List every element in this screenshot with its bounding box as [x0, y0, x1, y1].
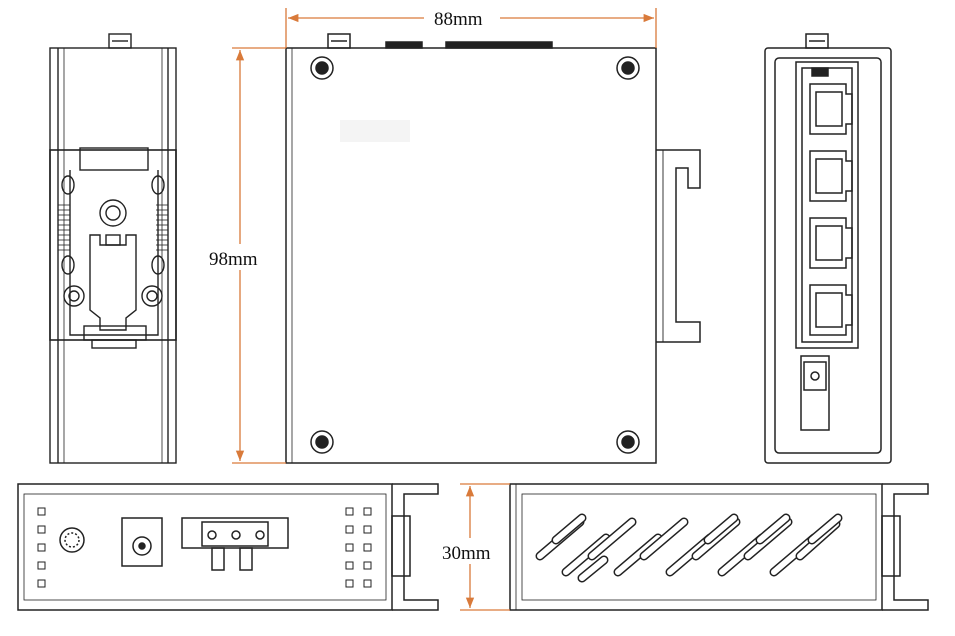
- terminal-block-icon: [181, 517, 289, 571]
- left-screw-icon: [63, 285, 85, 307]
- corner-screw-bottom-left-icon: [310, 430, 334, 454]
- corner-screw-top-right-icon: [616, 56, 640, 80]
- led-column-left-icon: [37, 507, 46, 588]
- width-dimension-label: 88mm: [434, 9, 483, 30]
- right-screw-icon: [141, 285, 163, 307]
- depth-dimension-label: 30mm: [442, 543, 491, 564]
- dimension-lines: [232, 8, 657, 611]
- spring-right-icon: [156, 204, 168, 251]
- dc-jack-icon: [121, 517, 163, 567]
- ports-view: [764, 33, 892, 464]
- vent-view: [509, 483, 929, 611]
- height-dimension-label: 98mm: [209, 249, 258, 270]
- corner-screw-bottom-right-icon: [616, 430, 640, 454]
- din-clip-profile: [656, 149, 701, 343]
- front-view: [285, 33, 701, 464]
- rj45-port-2-icon: [809, 150, 853, 202]
- side-view-din-rail: [49, 33, 177, 464]
- center-screw-icon: [99, 199, 127, 227]
- vent-slots-icon: [535, 513, 843, 583]
- rj45-port-1-icon: [809, 83, 853, 135]
- led-column-right-icon: [345, 507, 372, 588]
- power-view: [17, 483, 439, 611]
- spring-left-icon: [58, 204, 70, 251]
- fiber-port-icon: [800, 355, 830, 431]
- ground-screw-icon: [59, 527, 85, 553]
- rj45-port-3-icon: [809, 217, 853, 269]
- rj45-port-4-icon: [809, 284, 853, 336]
- corner-screw-top-left-icon: [310, 56, 334, 80]
